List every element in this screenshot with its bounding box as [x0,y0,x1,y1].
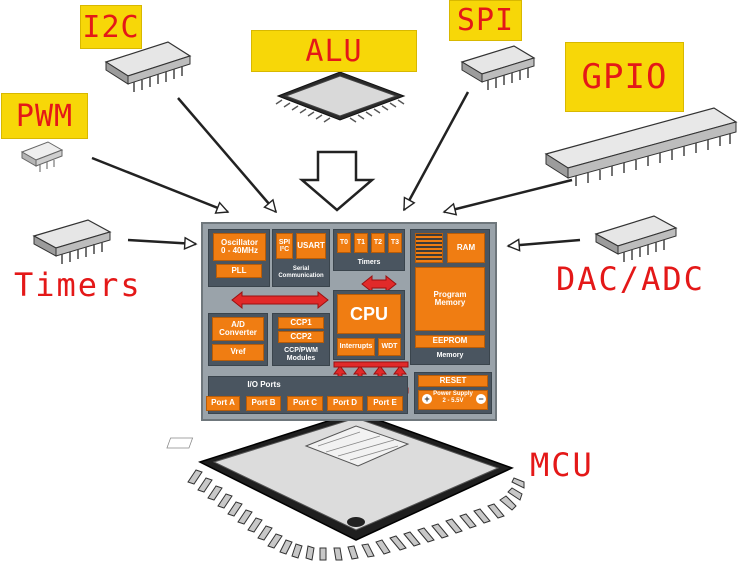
mcu-label: MCU [530,446,594,484]
serial-caption: Serial Communication [278,266,324,279]
program-memory-block: Program Memory [415,267,485,331]
ccp1-block: CCP1 [278,317,324,329]
oscillator-block: Oscillator 0 - 40MHz [213,233,266,261]
alu-big-arrow [298,150,376,212]
alu-chip-icon [275,71,406,123]
ram-block: RAM [447,233,485,263]
pwm-label: PWM [1,93,88,139]
interrupts-block: Interrupts [337,338,375,356]
dacadc-label: DAC/ADC [556,260,705,298]
t2-block: T2 [371,233,385,253]
spi-i2c-block: SPI I²C [276,233,293,259]
stack-block [415,233,443,263]
spi-arrow [402,91,470,210]
gpio-label: GPIO [565,42,684,112]
power-minus-icon: − [476,394,486,404]
ccp-pwm-caption: CCP/PWM Modules [284,347,318,362]
memory-caption: Memory [436,352,464,359]
spi-label: SPI [449,0,522,41]
gpio-chip-icon [544,107,738,186]
t0-block: T0 [337,233,351,253]
timers-chip-icon [32,219,112,264]
port-c-block: Port C [287,396,323,411]
ad-converter-block: A/D Converter [212,317,264,341]
timers-label: Timers [14,266,142,304]
eeprom-block: EEPROM [415,335,485,348]
reset-block: RESET [418,375,488,387]
power-supply-block [418,390,488,410]
port-e-block: Port E [367,396,403,411]
mcu-chip-icon [166,411,525,561]
pwm-chip-icon [20,141,64,172]
power-supply-caption: Power Supply 2 - 5.5V [433,391,473,404]
i2c-arrow [177,97,276,212]
usart-block: USART [296,233,326,259]
dacadc-chip-icon [594,215,678,262]
alu-label: ALU [251,30,417,72]
port-d-block: Port D [327,396,363,411]
gpio-arrow [444,178,573,212]
timers-arrow [127,240,196,244]
port-a-block: Port A [206,396,240,411]
wdt-block: WDT [378,338,401,356]
dacadc-arrow [508,240,581,246]
i2c-chip-icon [104,41,192,92]
t1-block: T1 [354,233,368,253]
power-plus-icon: + [422,394,432,404]
timers-caption: Timers [357,259,381,266]
pwm-arrow [91,156,228,212]
spi-chip-icon [460,45,536,90]
pll-block: PLL [216,264,262,278]
vref-block: Vref [212,344,264,361]
io-ports-caption: I/O Ports [247,380,281,389]
i2c-label: I2C [80,5,142,49]
port-b-block: Port B [246,396,281,411]
t3-block: T3 [388,233,402,253]
ccp2-block: CCP2 [278,331,324,343]
cpu-block: CPU [337,294,401,334]
